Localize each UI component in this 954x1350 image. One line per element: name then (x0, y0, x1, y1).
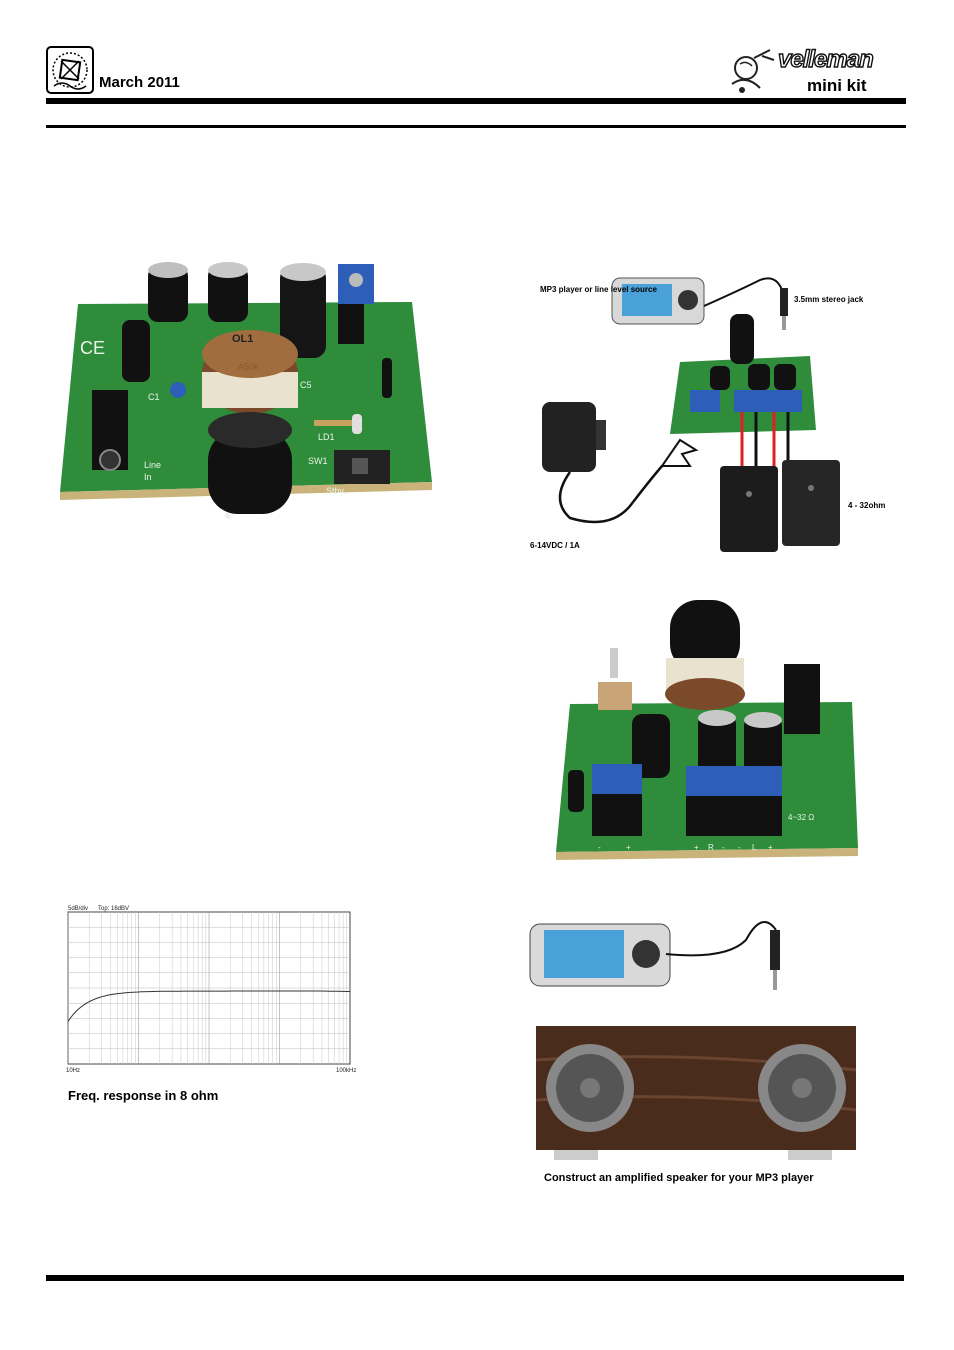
svg-text:+: + (626, 843, 631, 852)
brand-name: velleman (777, 45, 874, 73)
freq-chart-caption: Freq. response in 8 ohm (68, 1088, 219, 1103)
mp3-player-icon (529, 923, 671, 987)
speaker-impedance-label: 4 - 32ohm (848, 501, 885, 510)
pot-value: A50K (238, 362, 260, 372)
svg-text:L: L (752, 843, 757, 852)
header-rule-thin (46, 125, 906, 128)
svg-text:SW1: SW1 (308, 456, 328, 466)
setup-diagram: MP3 player or line level source 3.5mm st… (530, 270, 900, 570)
header-rule-thick (46, 98, 906, 104)
jack-label: 3.5mm stereo jack (794, 295, 864, 304)
capacitor-c2 (208, 262, 248, 322)
left-speaker-driver-icon (546, 1044, 634, 1132)
capacitor-c3 (280, 263, 326, 358)
power-label: 6-14VDC / 1A (530, 541, 580, 550)
pcb-rear-photo: - + + R - - L + 4~32 Ω (552, 594, 862, 860)
x-max-label: 100kHz (336, 1068, 356, 1074)
x-min-label: 10Hz (66, 1068, 80, 1074)
chart-top-label: Top: 16dBV (98, 906, 129, 912)
kit-logo-icon (46, 46, 94, 94)
source-label: MP3 player or line level source (540, 285, 657, 294)
velleman-mascot-icon (731, 49, 775, 93)
freq-response-curve (67, 990, 350, 1022)
svg-text:Stby.: Stby. (326, 486, 346, 496)
svg-text:-: - (598, 843, 601, 852)
speaker-diagram (526, 900, 860, 1162)
pcb-front-photo: OL1 A50K C1 Line In C5 LD1 SW1 Stby. CE (52, 254, 442, 532)
svg-text:C5: C5 (300, 380, 312, 390)
document-date: March 2011 (99, 74, 180, 91)
brand-logo (724, 44, 894, 100)
speaker-pair-icon (720, 460, 840, 552)
footer-rule (46, 1275, 904, 1281)
volume-potentiometer (202, 330, 298, 519)
brand-subtitle: mini kit (807, 76, 867, 95)
svg-text:+: + (768, 843, 773, 852)
svg-text:C1: C1 (148, 392, 160, 402)
pot-label: OL1 (232, 333, 253, 345)
svg-text:-: - (738, 843, 741, 852)
right-speaker-driver-icon (758, 1044, 846, 1132)
svg-text:LD1: LD1 (318, 432, 335, 442)
freq-response-chart: 5dB/div Top: 16dBV 10Hz 100kHz (64, 900, 364, 1080)
chart-scale-label: 5dB/div (68, 906, 88, 912)
impedance-silk: 4~32 Ω (788, 813, 814, 822)
svg-text:R: R (708, 843, 714, 852)
power-adapter-icon (542, 402, 663, 524)
svg-text:Line: Line (144, 460, 161, 470)
svg-text:CE: CE (80, 338, 105, 358)
svg-text:-: - (722, 843, 725, 852)
svg-text:In: In (144, 472, 152, 482)
capacitor-c5 (148, 262, 188, 322)
mp3-player-icon (611, 277, 705, 325)
speaker-caption: Construct an amplified speaker for your … (544, 1172, 814, 1184)
svg-text:+: + (694, 843, 699, 852)
